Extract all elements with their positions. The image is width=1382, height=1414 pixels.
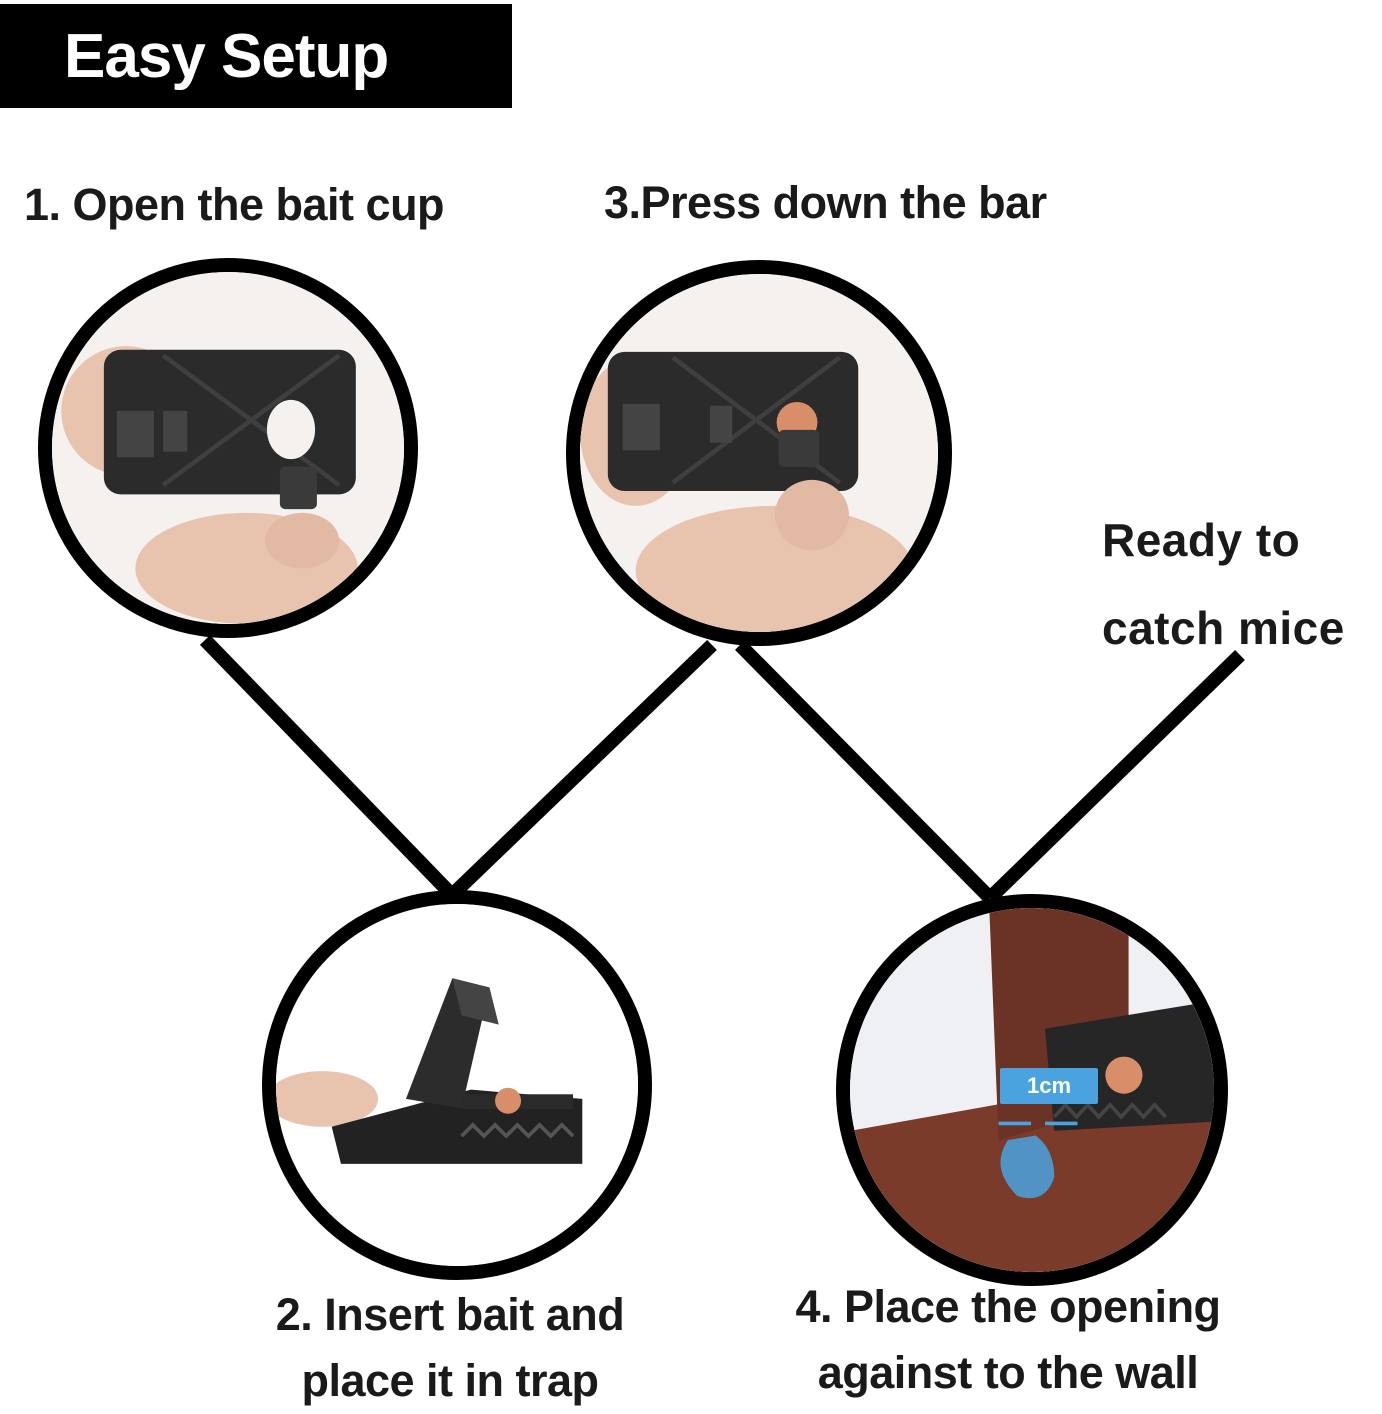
step4-photo: 1cm	[836, 894, 1228, 1286]
step2-photo	[262, 890, 652, 1280]
step2-label: 2. Insert bait and place it in trap	[275, 1289, 625, 1406]
step1-photo	[38, 258, 418, 638]
trap-open-photo-icon	[276, 904, 638, 1266]
step1-label: 1. Open the bait cup	[24, 179, 445, 230]
page-title: Easy Setup	[64, 21, 389, 91]
step3-label: 3.Press down the bar	[604, 177, 1047, 228]
trap-back-photo-icon	[52, 272, 404, 624]
step3-photo	[566, 260, 952, 646]
trap-bait-cup-photo-icon	[580, 274, 938, 632]
ready-label: Ready to catch mice	[1102, 514, 1345, 654]
step4-label: 4. Place the opening against to the wall	[795, 1281, 1221, 1398]
page-title-banner: Easy Setup	[0, 4, 512, 108]
distance-badge: 1cm	[1000, 1068, 1098, 1104]
